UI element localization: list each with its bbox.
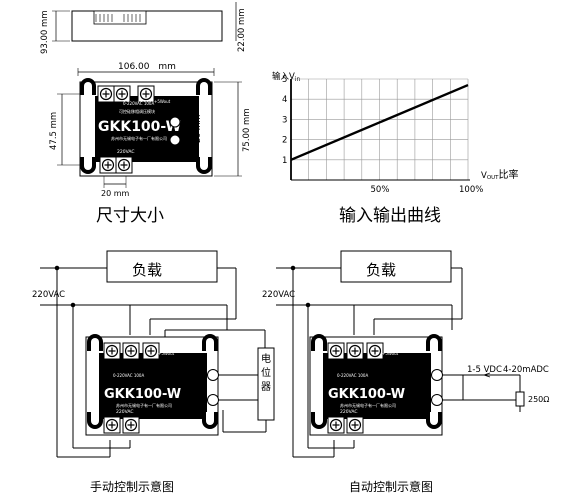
y-tick-label: 1 (282, 156, 287, 166)
svg-text:+5Wout: +5Wout (154, 99, 171, 104)
auto-wiring-diagram (276, 250, 525, 458)
manual-wiring-diagram (40, 250, 275, 458)
auto-module: +5Wout 0-220VAC 100A GKK100-W 苏州市无锡电子有一厂… (309, 334, 443, 436)
x-tick-labels: 50% 100% (371, 185, 484, 195)
auto-module-model: GKK100-W (328, 387, 405, 402)
auto-vdc-label: 1-5 VDC (467, 365, 502, 375)
module-front-view: 0-220VAC 100A 可控硅移相调压模块 GKK100-W 苏州市无锡电子… (79, 78, 213, 177)
svg-text:0-220VAC 100A: 0-220VAC 100A (113, 373, 144, 378)
manual-module: +5Wout 0-220VAC 100A GKK100-W 苏州市无锡电子有一厂… (85, 334, 219, 436)
io-curve-chart: 输入Vin 1 2 3 4 5 50% 100% VOUT比率 输入输出曲线 (272, 71, 519, 226)
y-tick-label: 2 (282, 136, 287, 146)
x-tick-label: 100% (459, 185, 483, 195)
auto-supply-label: 220VAC (262, 290, 295, 300)
dim-top-h1: 93.00 mm (40, 10, 50, 54)
x-tick-label: 50% (371, 185, 390, 195)
manual-module-model: GKK100-W (104, 387, 181, 402)
svg-text:0-220VAC 100A: 0-220VAC 100A (123, 101, 154, 106)
dim-top-h2: 22.00 mm (237, 8, 247, 52)
curve-y-label: 输入Vin (272, 71, 300, 83)
y-tick-label: 5 (282, 75, 287, 85)
auto-resistor-label: 250Ω (528, 395, 549, 404)
dim-height-75: 75.00 mm (242, 108, 252, 152)
manual-caption: 手动控制示意图 (90, 479, 174, 494)
manual-supply-label: 220VAC (32, 290, 65, 300)
y-tick-labels: 1 2 3 4 5 (282, 75, 287, 166)
dim-gap-vertical: 20 mm (193, 114, 202, 143)
svg-text:220VAC: 220VAC (117, 149, 135, 155)
svg-text:+5Wout: +5Wout (158, 351, 175, 356)
svg-text:苏州市无锡电子有一厂有限公司: 苏州市无锡电子有一厂有限公司 (340, 402, 396, 408)
svg-text:0-220VAC 100A: 0-220VAC 100A (337, 373, 368, 378)
auto-load-label: 负载 (366, 261, 396, 279)
curve-title: 输入输出曲线 (339, 206, 441, 226)
svg-text:苏州市无锡电子有一厂有限公司: 苏州市无锡电子有一厂有限公司 (111, 135, 167, 141)
y-tick-label: 3 (282, 115, 287, 125)
svg-text:220VAC: 220VAC (340, 409, 358, 415)
dimension-title: 尺寸大小 (96, 206, 164, 226)
module-model-label: GKK100-W (98, 119, 181, 135)
svg-text:+5Wout: +5Wout (382, 351, 399, 356)
series-line (290, 83, 469, 161)
manual-load-label: 负载 (132, 261, 162, 279)
y-tick-label: 4 (282, 95, 287, 105)
dim-height-47: 47.5 mm (49, 112, 59, 150)
auto-caption: 自动控制示意图 (349, 479, 433, 494)
curve-x-label: VOUT比率 (481, 168, 519, 181)
svg-text:可控硅移相调压模块: 可控硅移相调压模块 (119, 108, 155, 114)
dimension-drawing: 93.00 mm 22.00 mm 106.00 mm 0-220VAC 100… (40, 2, 252, 226)
auto-madc-label: 4-20mADC (503, 365, 549, 375)
svg-text:220VAC: 220VAC (116, 409, 134, 415)
chart-grid (291, 78, 469, 180)
dim-gap-horizontal: 20 mm (101, 189, 130, 198)
svg-text:苏州市无锡电子有一厂有限公司: 苏州市无锡电子有一厂有限公司 (116, 402, 172, 408)
manual-pot-label: 电 位 器 (261, 352, 274, 393)
dim-width: 106.00 mm (118, 62, 176, 72)
